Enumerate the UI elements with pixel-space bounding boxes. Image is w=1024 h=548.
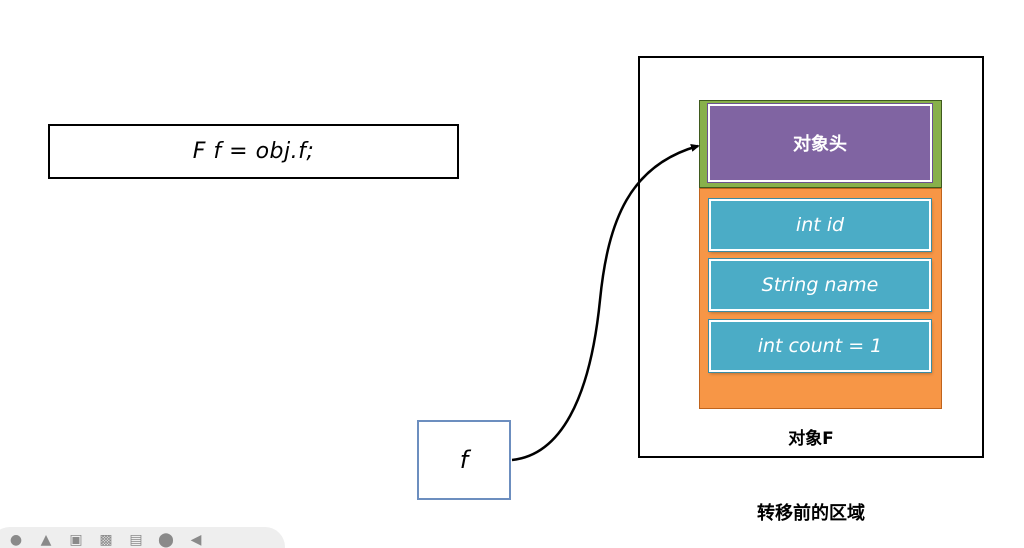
- object-header: 对象头: [708, 104, 932, 182]
- field-label: String name: [761, 274, 879, 296]
- zoom-icon[interactable]: ▲: [40, 532, 52, 548]
- code-statement-text: F f = obj.f;: [192, 139, 315, 164]
- object-header-label: 对象头: [793, 134, 847, 155]
- image-icon[interactable]: ▩: [99, 532, 113, 548]
- field-label: int count = 1: [757, 335, 883, 357]
- reference-variable-label: f: [459, 446, 469, 474]
- page-icon[interactable]: ▤: [129, 532, 143, 548]
- presentation-toolbar[interactable]: ● ▲ ▣ ▩ ▤ ⬤ ◀: [0, 527, 285, 548]
- field-int-id: int id: [709, 199, 931, 251]
- reference-variable-box: f: [417, 420, 511, 500]
- back-icon[interactable]: ◀: [190, 532, 202, 548]
- field-int-count: int count = 1: [709, 320, 931, 372]
- frame-icon[interactable]: ▣: [69, 532, 83, 548]
- nav-icon[interactable]: ●: [9, 532, 23, 548]
- region-caption: 转移前的区域: [757, 503, 865, 524]
- field-string-name: String name: [709, 259, 931, 311]
- object-name-label: 对象F: [788, 429, 834, 449]
- circle-icon[interactable]: ⬤: [158, 532, 174, 548]
- field-label: int id: [795, 214, 845, 236]
- code-statement-box: F f = obj.f;: [48, 124, 459, 179]
